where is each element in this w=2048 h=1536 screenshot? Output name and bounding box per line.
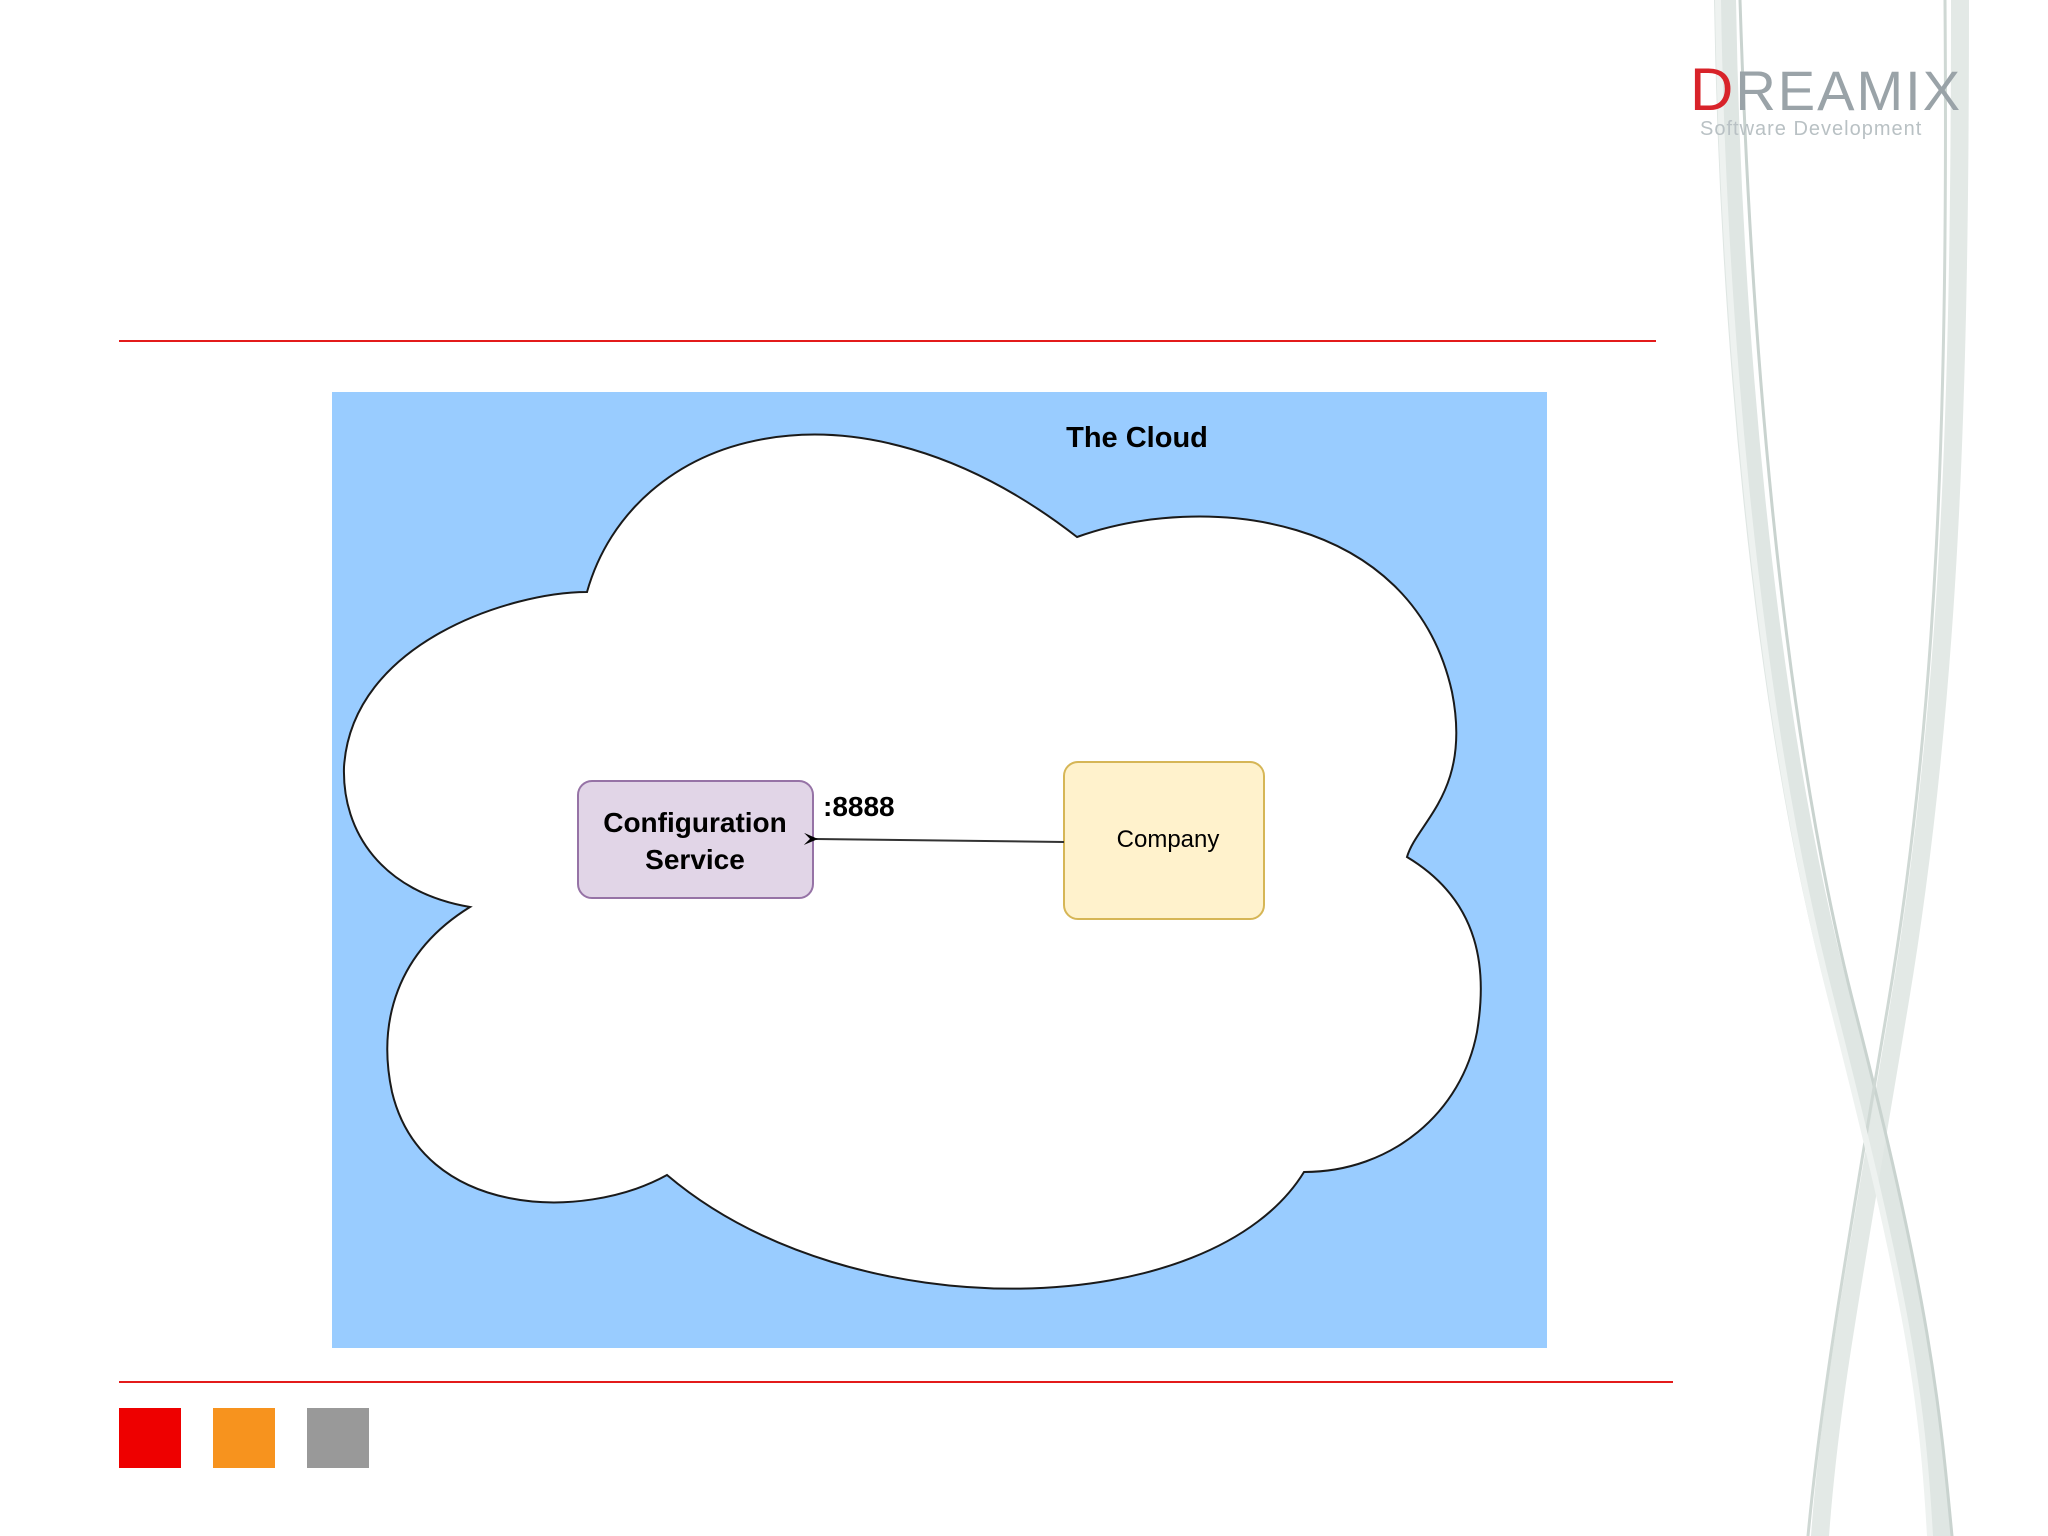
- cloud-shape: [344, 435, 1481, 1289]
- orange-swatch: [213, 1408, 275, 1468]
- connection-port-label: :8888: [823, 791, 895, 822]
- cloud-title: The Cloud: [1066, 422, 1208, 454]
- configuration-service-label-line1: Configuration: [603, 807, 787, 838]
- cloud-diagram: The Cloud Configuration Service Company …: [332, 392, 1547, 1348]
- brand-name-first-letter: D: [1690, 56, 1735, 123]
- diagram-panel: The Cloud Configuration Service Company …: [332, 392, 1547, 1348]
- company-label: Company: [1117, 826, 1220, 853]
- configuration-service-box[interactable]: [578, 781, 813, 898]
- top-divider: [119, 340, 1656, 342]
- red-swatch: [119, 1408, 181, 1468]
- brand-name-rest: REAMIX: [1735, 59, 1962, 122]
- gray-swatch: [307, 1408, 369, 1468]
- configuration-service-label-line2: Service: [645, 844, 745, 875]
- brand-tagline: Software Development: [1700, 118, 1922, 141]
- decorative-ribbon: [1690, 0, 1990, 1536]
- brand-logo: DREAMIX Software Development: [1690, 60, 2020, 150]
- bottom-divider: [119, 1381, 1673, 1383]
- brand-name: DREAMIX: [1690, 60, 1962, 120]
